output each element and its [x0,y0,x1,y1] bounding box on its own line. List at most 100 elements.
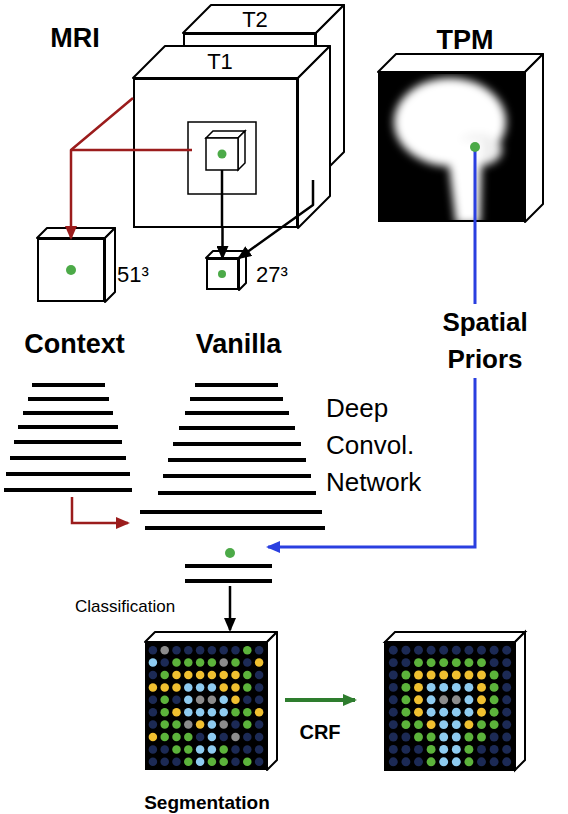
label-voxel [464,683,473,692]
label-voxel [196,671,204,679]
label-voxel [401,757,410,766]
label-voxel [427,733,436,742]
label-voxel [243,708,251,716]
label-voxel [427,757,436,766]
label-voxel [231,745,239,753]
node-title: T2 [205,7,305,33]
label-voxel [439,708,448,717]
label-voxel [464,695,473,704]
label-voxel [401,695,410,704]
tpm-volume: TPM [378,72,525,222]
label-voxel [389,646,398,655]
cube-side-face [515,632,525,770]
label-voxel [172,658,180,666]
label-voxel [439,745,448,754]
network-layer-line [179,426,295,430]
label-voxel [184,658,192,666]
label-voxel [255,758,263,766]
label-voxel [427,720,436,729]
label-voxel [490,708,499,717]
label-voxel [255,733,263,741]
network-layer-line [145,526,325,530]
label-voxel [160,745,168,753]
network-layer-line [23,411,113,415]
label-voxel [196,696,204,704]
label-voxel [160,708,168,716]
label-voxel [243,745,251,753]
branch-label: Spatial Priors [410,304,560,378]
cube-top-face [133,46,330,78]
label-voxel [464,658,473,667]
label-voxel [172,708,180,716]
label-voxel [439,646,448,655]
context-window [188,122,256,194]
network-layer-line [190,397,283,401]
network-layer-line [168,458,306,462]
label-voxel [149,708,157,716]
label-voxel [414,683,423,692]
node-title: 27³ [256,262,316,288]
label-voxel [149,683,157,691]
label-voxel [255,745,263,753]
label-voxel [149,658,157,666]
label-voxel [149,745,157,753]
label-voxel [243,696,251,704]
cube-top-face [183,5,344,33]
label-voxel [219,658,227,666]
label-voxel [149,671,157,679]
label-voxel [452,720,461,729]
label-voxel [477,683,486,692]
label-voxel [172,683,180,691]
label-voxel [208,745,216,753]
label-voxel [255,683,263,691]
label-voxel [452,683,461,692]
label-voxel [184,720,192,728]
label-voxel [401,708,410,717]
label-voxel [184,758,192,766]
label-voxel [184,646,192,654]
label-voxel [219,745,227,753]
label-voxel [172,720,180,728]
label-voxel [243,733,251,741]
label-voxel [502,671,511,680]
label-voxel [231,646,239,654]
refined-volume [385,642,515,770]
network-layer-line [4,488,132,492]
label-voxel [196,646,204,654]
label-voxel [427,708,436,717]
label-voxel [231,733,239,741]
label-voxel [160,683,168,691]
label-voxel [389,720,398,729]
label-voxel [149,733,157,741]
label-voxel [452,646,461,655]
group-heading: MRI [25,22,125,54]
crf-arrow [285,698,355,702]
label-voxel [490,757,499,766]
label-voxel [219,733,227,741]
label-voxel [231,671,239,679]
label-voxel [231,696,239,704]
label-voxel [452,695,461,704]
label-voxel [231,658,239,666]
label-voxel [401,733,410,742]
label-voxel [502,757,511,766]
label-voxel [401,658,410,667]
label-voxel [452,745,461,754]
label-voxel [208,646,216,654]
label-voxel [427,646,436,655]
node-title: 51³ [117,262,177,288]
context-merge-arrow [72,497,128,523]
network-layer-line [173,442,301,446]
cube-outline [206,258,239,290]
node-caption: Vanilla [166,328,311,360]
label-voxel [439,671,448,680]
label-voxel [160,658,168,666]
label-voxel [414,745,423,754]
label-voxel [255,696,263,704]
label-voxel [172,745,180,753]
network-layer-line [32,383,105,387]
cube-side-face [267,632,277,770]
label-voxel [255,646,263,654]
network-layer-line [10,456,126,460]
label-voxel [502,733,511,742]
